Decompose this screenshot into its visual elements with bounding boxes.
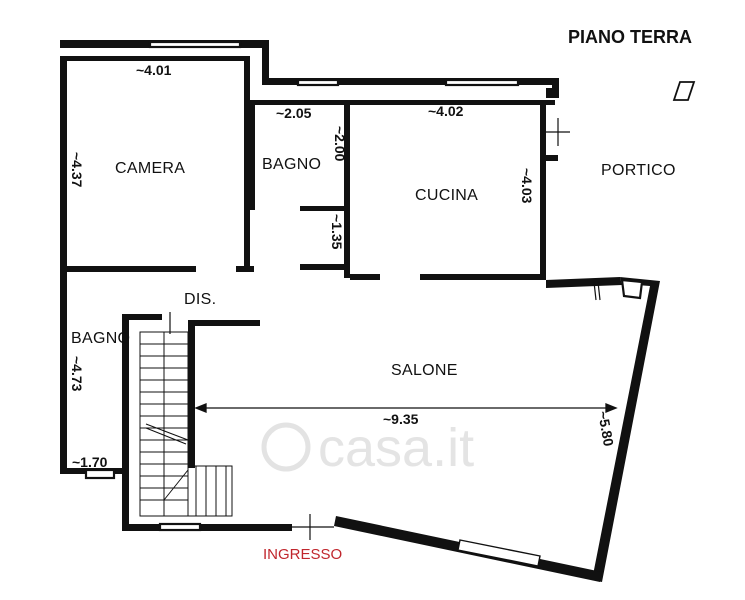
- dim-bagno-left-width: ~1.70: [72, 454, 108, 470]
- dim-bagno-top-height-2: ~1.35: [329, 214, 345, 250]
- watermark: casa.it: [261, 418, 474, 478]
- room-bagno-top-label: BAGNO: [262, 156, 321, 173]
- dim-bagno-left-height: ~4.73: [69, 356, 85, 392]
- column-symbol: [672, 81, 696, 101]
- dim-cucina-height: ~4.03: [519, 168, 535, 204]
- room-bagno-left-label: BAGNO: [71, 330, 130, 347]
- dim-camera-width: ~4.01: [136, 62, 172, 78]
- room-dis-label: DIS.: [184, 291, 216, 308]
- room-cucina-label: CUCINA: [415, 187, 478, 204]
- room-camera-label: CAMERA: [115, 160, 185, 177]
- room-salone-label: SALONE: [391, 362, 458, 379]
- staircase: [139, 331, 233, 517]
- plan-title: PIANO TERRA: [568, 27, 692, 47]
- dim-camera-height: ~4.37: [69, 152, 85, 188]
- dim-bagno-top-width: ~2.05: [276, 105, 312, 121]
- salone-width-line: [194, 403, 618, 413]
- walls: [60, 40, 660, 582]
- room-portico-label: PORTICO: [601, 162, 676, 179]
- entrance-label: INGRESSO: [263, 546, 342, 563]
- watermark-text: casa.it: [318, 418, 474, 478]
- dim-bagno-top-height: ~2.00: [332, 126, 348, 162]
- dim-salone-height: ~5.80: [595, 410, 617, 448]
- dim-cucina-width: ~4.02: [428, 103, 464, 119]
- dim-salone-width: ~9.35: [383, 411, 419, 427]
